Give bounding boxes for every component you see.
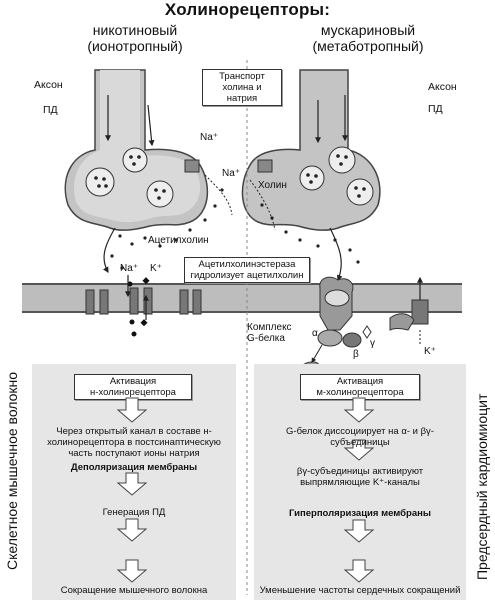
presynaptic-terminal-right [241, 69, 381, 231]
gamma-label: γ [370, 338, 375, 349]
transport-callout: Транспорт холина и натрия [202, 69, 282, 106]
muscarinic-heading-type: (метаботропный) [312, 38, 424, 54]
muscarinic-step-1: G-белок диссоциирует на α- и βγ-субъедин… [286, 426, 434, 448]
cascade-arrow-right-1 [343, 397, 375, 423]
nicotinic-activation-line-1: Активация [109, 376, 157, 387]
na-label-top: Na⁺ [200, 132, 219, 143]
cascade-arrow-right-2 [343, 439, 375, 461]
postsynaptic-membrane [22, 283, 462, 313]
ache-line-1: Ацетилхолинэстераза [198, 259, 296, 270]
right-k-ion-label: K⁺ [424, 346, 436, 357]
right-ap-label: ПД [428, 103, 443, 115]
muscarinic-heading: мускариновый (метаботропный) [298, 22, 438, 54]
muscarinic-step-3: Гиперполяризация мембраны [289, 508, 431, 519]
left-ap-label: ПД [43, 104, 58, 116]
nicotinic-channel-3 [179, 289, 202, 315]
cascade-arrow-right-4 [343, 559, 375, 583]
alpha-label: α [312, 328, 318, 339]
g-protein-label: Комплекс G-белка [247, 322, 292, 344]
nicotinic-step-4: Сокращение мышечного волокна [60, 585, 208, 596]
g-protein-line-1: Комплекс [247, 322, 292, 333]
g-protein-complex [317, 325, 372, 348]
nicotinic-heading: никотиновый (ионотропный) [70, 22, 200, 54]
transport-line-3: натрия [226, 93, 258, 104]
nicotinic-step-1: Через открытый канал в составе н-холинор… [47, 426, 221, 459]
nicotinic-step-3: Генерация ПД [102, 507, 166, 518]
right-axon-label: Аксон [428, 81, 457, 93]
k-channel-right [389, 299, 429, 331]
left-axon-label: Аксон [34, 79, 63, 91]
nicotinic-channel-1 [85, 289, 109, 315]
muscarinic-step-4: Уменьшение частоты сердечных сокращений [259, 585, 461, 596]
presynaptic-terminal-left [64, 69, 209, 231]
nicotinic-activation-box: Активация н-холинорецептора [74, 374, 192, 400]
transport-line-1: Транспорт [219, 71, 265, 82]
muscarinic-receptor [319, 276, 354, 331]
nicotinic-activation-line-2: н-холинорецептора [90, 387, 176, 398]
transport-line-2: холина и [222, 82, 262, 93]
cascade-arrow-left-1 [116, 397, 148, 423]
left-k-ion-label: K⁺ [150, 263, 162, 274]
na-label-bottom: Na⁺ [222, 168, 241, 179]
g-protein-line-2: G-белка [247, 333, 285, 344]
nicotinic-heading-name: никотиновый [92, 22, 178, 38]
acetylcholinesterase-callout: Ацетилхолинэстераза гидролизует ацетилхо… [184, 257, 310, 283]
nicotinic-heading-type: (ионотропный) [87, 38, 183, 54]
cascade-arrow-left-3 [116, 518, 148, 542]
nicotinic-channel-2 [129, 287, 153, 315]
cascade-arrow-right-3 [343, 519, 375, 543]
muscarinic-heading-name: мускариновый [320, 22, 416, 38]
muscarinic-step-2: βγ-субъединицы активируют выпрямляющие K… [296, 466, 424, 488]
ache-line-2: гидролизует ацетилхолин [190, 270, 304, 281]
choline-label: Холин [258, 180, 287, 191]
ion-markers-left [127, 277, 150, 337]
beta-label: β [353, 349, 359, 360]
page-title: Холинорецепторы: [164, 0, 331, 19]
left-na-ion-label: Na⁺ [120, 263, 139, 274]
skeletal-muscle-side-label: Скелетное мышечное волокно [4, 371, 20, 570]
nicotinic-step-2: Деполяризация мембраны [70, 462, 198, 473]
cascade-arrow-left-4 [116, 559, 148, 583]
muscarinic-activation-line-2: м-холинорецептора [316, 387, 404, 398]
cascade-arrow-left-2 [116, 472, 148, 496]
acetylcholine-label: Ацетилхолин [148, 235, 209, 246]
cardiomyocyte-side-label: Предсердный кардиомиоцит [474, 393, 490, 580]
muscarinic-activation-line-1: Активация [336, 376, 384, 387]
